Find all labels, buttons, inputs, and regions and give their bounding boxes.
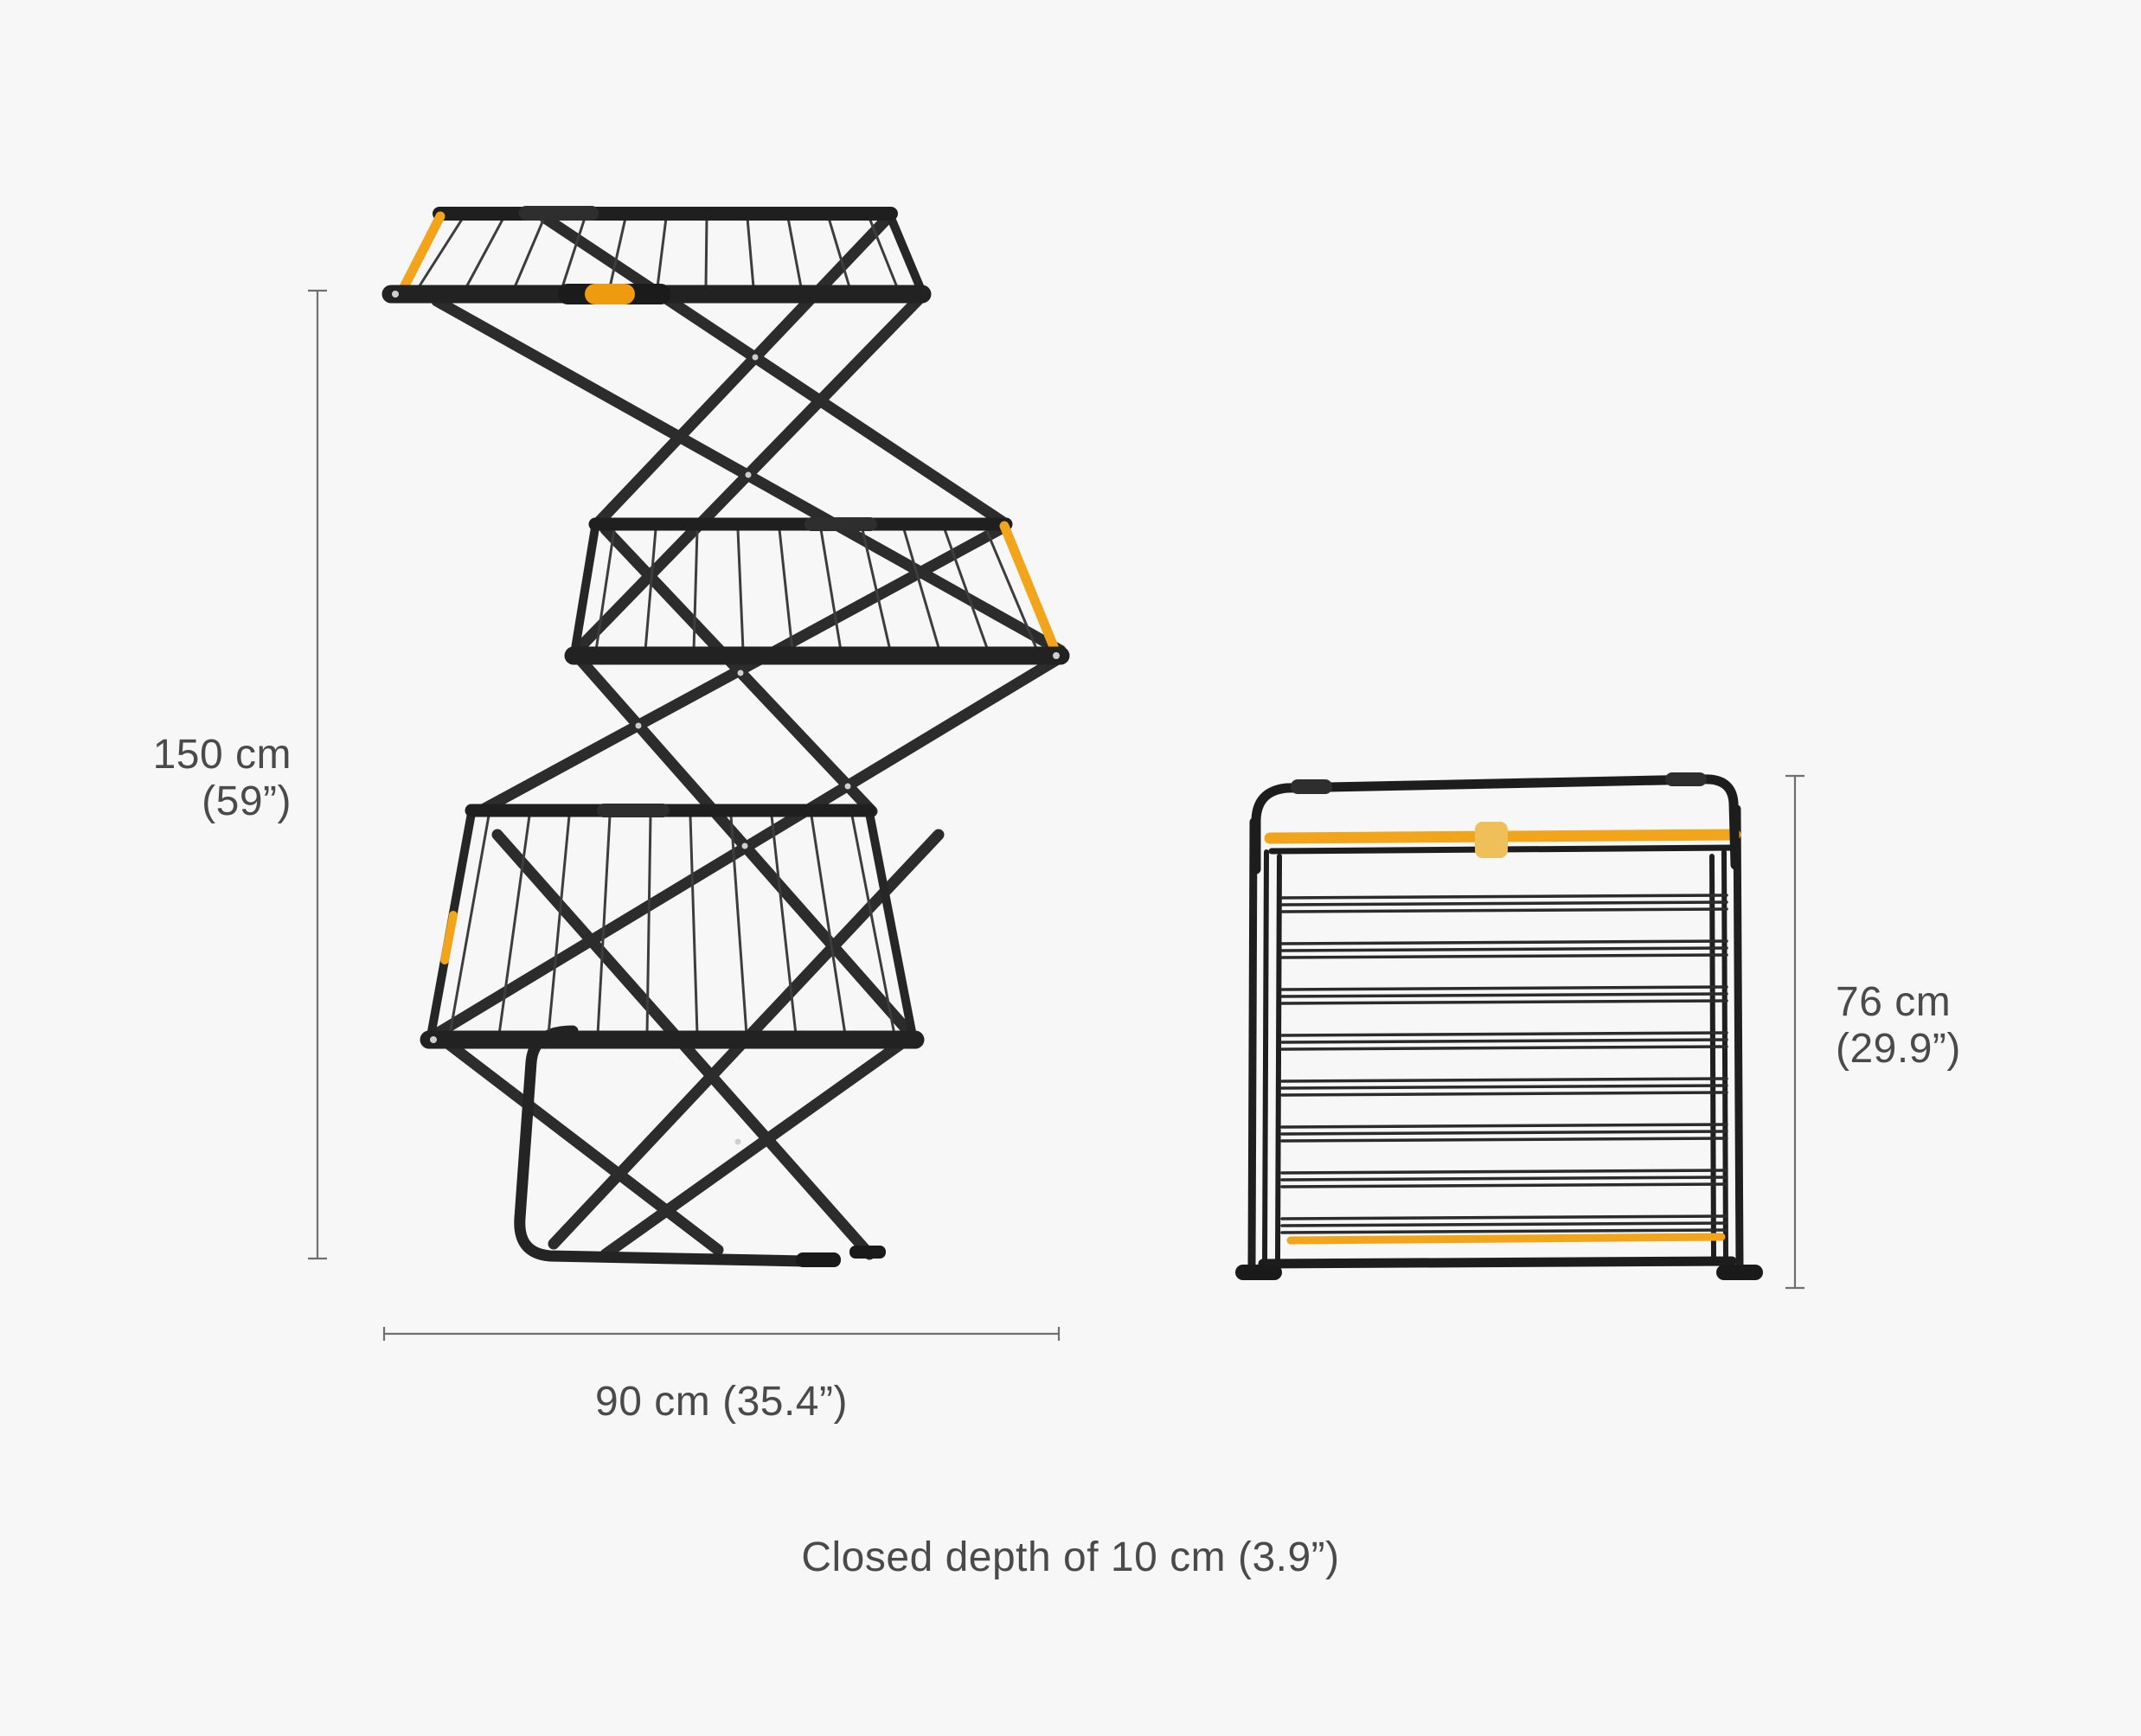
tier-1-right-edge: [887, 214, 926, 297]
tier-1-yellow-bar: [398, 211, 446, 294]
folded-bottom-rail: [1258, 1256, 1737, 1269]
folded-side-frames: [1247, 804, 1744, 1269]
tier-1-rivet: [392, 291, 399, 298]
tier-2-wires: [594, 528, 1039, 652]
folded-right-foot: [1716, 1265, 1763, 1280]
open-height-label-inches: (59”): [202, 778, 292, 824]
folded-top-handle: [1251, 774, 1740, 874]
folded-height-label-cm: 76 cm: [1836, 979, 1952, 1025]
folded-height-label: 76 cm (29.9”): [1836, 979, 1961, 1073]
tier-2-shelf: [564, 517, 1070, 665]
tier-2-back-sleeve: [804, 517, 877, 531]
open-height-label-cm: 150 cm: [152, 732, 292, 778]
folded-handle-sleeve-right: [1665, 772, 1707, 786]
folded-handle-sleeve-left: [1291, 779, 1332, 794]
open-rack-illustration: [381, 206, 1070, 1267]
closed-depth-caption: Closed depth of 10 cm (3.9”): [801, 1534, 1340, 1580]
tier-1-shelf: [381, 206, 932, 304]
tier-1-wires: [417, 216, 899, 289]
tier-1-back-sleeve: [519, 206, 599, 221]
tier-1-clip: [585, 284, 635, 304]
folded-height-label-inches: (29.9”): [1836, 1026, 1961, 1072]
tier-3-wires: [448, 814, 896, 1036]
open-height-dimension-line: [308, 289, 327, 1260]
folded-bottom-yellow-bar: [1286, 1233, 1726, 1245]
folded-wires: [1280, 894, 1728, 1234]
open-height-label: 150 cm (59”): [0, 732, 292, 825]
tier-3-rivet: [430, 1036, 437, 1043]
folded-rack-illustration: [1235, 772, 1763, 1280]
dimension-lines: [308, 289, 1804, 1341]
scissor-pivots: [635, 354, 851, 1145]
open-width-dimension-line: [382, 1327, 1061, 1341]
tier-2-rivet: [1053, 652, 1060, 659]
open-width-label: 90 cm (35.4”): [595, 1379, 848, 1425]
folded-height-dimension-line: [1785, 774, 1804, 1290]
tier-2-yellow-bar: [999, 521, 1060, 654]
folded-clip: [1475, 822, 1508, 858]
tier-3-clip: [440, 911, 458, 964]
tier-3-shelf: [420, 804, 925, 1049]
tier-3-right-edge: [865, 809, 917, 1041]
tier-3-back-sleeve: [597, 804, 670, 817]
tier-2-left-edge: [571, 523, 599, 653]
folded-left-foot: [1235, 1265, 1282, 1280]
